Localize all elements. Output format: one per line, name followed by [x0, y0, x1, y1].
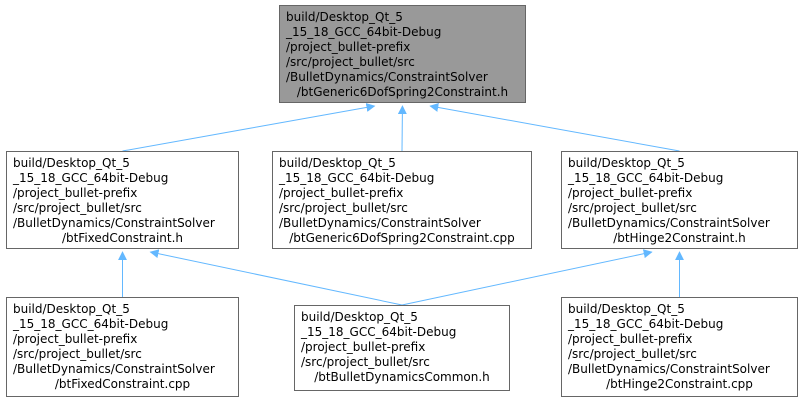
- node-text-line: build/Desktop_Qt_5: [286, 10, 403, 24]
- node-text-line: /BulletDynamics/ConstraintSolver: [13, 216, 215, 230]
- node-text-line: _15_18_GCC_64bit-Debug: [301, 325, 457, 339]
- node-text-line: build/Desktop_Qt_5: [301, 310, 418, 324]
- node-text-line: /project_bullet-prefix: [13, 186, 138, 200]
- node-text-line: /btHinge2Constraint.h: [613, 231, 746, 245]
- node-text-line: /project_bullet-prefix: [301, 340, 426, 354]
- node-text-line: /BulletDynamics/ConstraintSolver: [286, 70, 488, 84]
- node-text-line: /btBulletDynamicsCommon.h: [314, 370, 490, 384]
- node-text-line: _15_18_GCC_64bit-Debug: [13, 317, 169, 331]
- node-text-line: /project_bullet-prefix: [568, 186, 693, 200]
- node-text-line: build/Desktop_Qt_5: [13, 156, 130, 170]
- node-text-line: /project_bullet-prefix: [568, 332, 693, 346]
- node-text-line: /BulletDynamics/ConstraintSolver: [568, 216, 770, 230]
- node-text-line: /src/project_bullet/src: [301, 355, 430, 369]
- edge-common_h-to-hinge2_h: [401, 249, 653, 306]
- node-text-line: /BulletDynamics/ConstraintSolver: [568, 362, 770, 376]
- node-text-line: _15_18_GCC_64bit-Debug: [286, 25, 442, 39]
- edge-hinge2_h-to-root: [429, 103, 680, 152]
- node-text-line: /btFixedConstraint.cpp: [54, 377, 191, 391]
- node-text-line: /src/project_bullet/src: [13, 347, 142, 361]
- node-text-line: build/Desktop_Qt_5: [568, 156, 685, 170]
- node-text-line: /src/project_bullet/src: [279, 201, 408, 215]
- node-text-line: /src/project_bullet/src: [13, 201, 142, 215]
- node-fixed-constraint-cpp[interactable]: build/Desktop_Qt_5_15_18_GCC_64bit-Debug…: [6, 297, 239, 397]
- node-text-line: build/Desktop_Qt_5: [568, 302, 685, 316]
- node-text-line: /project_bullet-prefix: [13, 332, 138, 346]
- node-generic6dof-spring2-constraint-cpp[interactable]: build/Desktop_Qt_5_15_18_GCC_64bit-Debug…: [272, 151, 532, 249]
- node-text-line: /btGeneric6DofSpring2Constraint.h: [296, 85, 509, 99]
- node-text-line: _15_18_GCC_64bit-Debug: [568, 171, 724, 185]
- node-text-line: /BulletDynamics/ConstraintSolver: [279, 216, 481, 230]
- node-hinge2-constraint-h[interactable]: build/Desktop_Qt_5_15_18_GCC_64bit-Debug…: [561, 151, 798, 249]
- node-text-line: /project_bullet-prefix: [286, 40, 411, 54]
- node-text-line: _15_18_GCC_64bit-Debug: [568, 317, 724, 331]
- node-text-line: _15_18_GCC_64bit-Debug: [13, 171, 169, 185]
- node-hinge2-constraint-cpp[interactable]: build/Desktop_Qt_5_15_18_GCC_64bit-Debug…: [561, 297, 798, 397]
- node-text-line: /btHinge2Constraint.cpp: [606, 377, 753, 391]
- node-text-line: _15_18_GCC_64bit-Debug: [279, 171, 435, 185]
- edge-fixed_h-to-root: [122, 102, 376, 152]
- node-root-header-file[interactable]: build/Desktop_Qt_5_15_18_GCC_64bit-Debug…: [279, 5, 526, 103]
- node-text-line: /src/project_bullet/src: [286, 55, 415, 69]
- node-text-line: build/Desktop_Qt_5: [279, 156, 396, 170]
- node-text-line: build/Desktop_Qt_5: [13, 302, 130, 316]
- node-text-line: /src/project_bullet/src: [568, 201, 697, 215]
- node-text-line: /btFixedConstraint.h: [61, 231, 184, 245]
- node-text-line: /btGeneric6DofSpring2Constraint.cpp: [289, 231, 515, 245]
- node-fixed-constraint-h[interactable]: build/Desktop_Qt_5_15_18_GCC_64bit-Debug…: [6, 151, 239, 249]
- edge-common_h-to-fixed_h: [149, 249, 403, 306]
- node-text-line: /src/project_bullet/src: [568, 347, 697, 361]
- node-text-line: /project_bullet-prefix: [279, 186, 404, 200]
- node-text-line: /BulletDynamics/ConstraintSolver: [13, 362, 215, 376]
- node-bullet-dynamics-common-h[interactable]: build/Desktop_Qt_5_15_18_GCC_64bit-Debug…: [294, 305, 510, 391]
